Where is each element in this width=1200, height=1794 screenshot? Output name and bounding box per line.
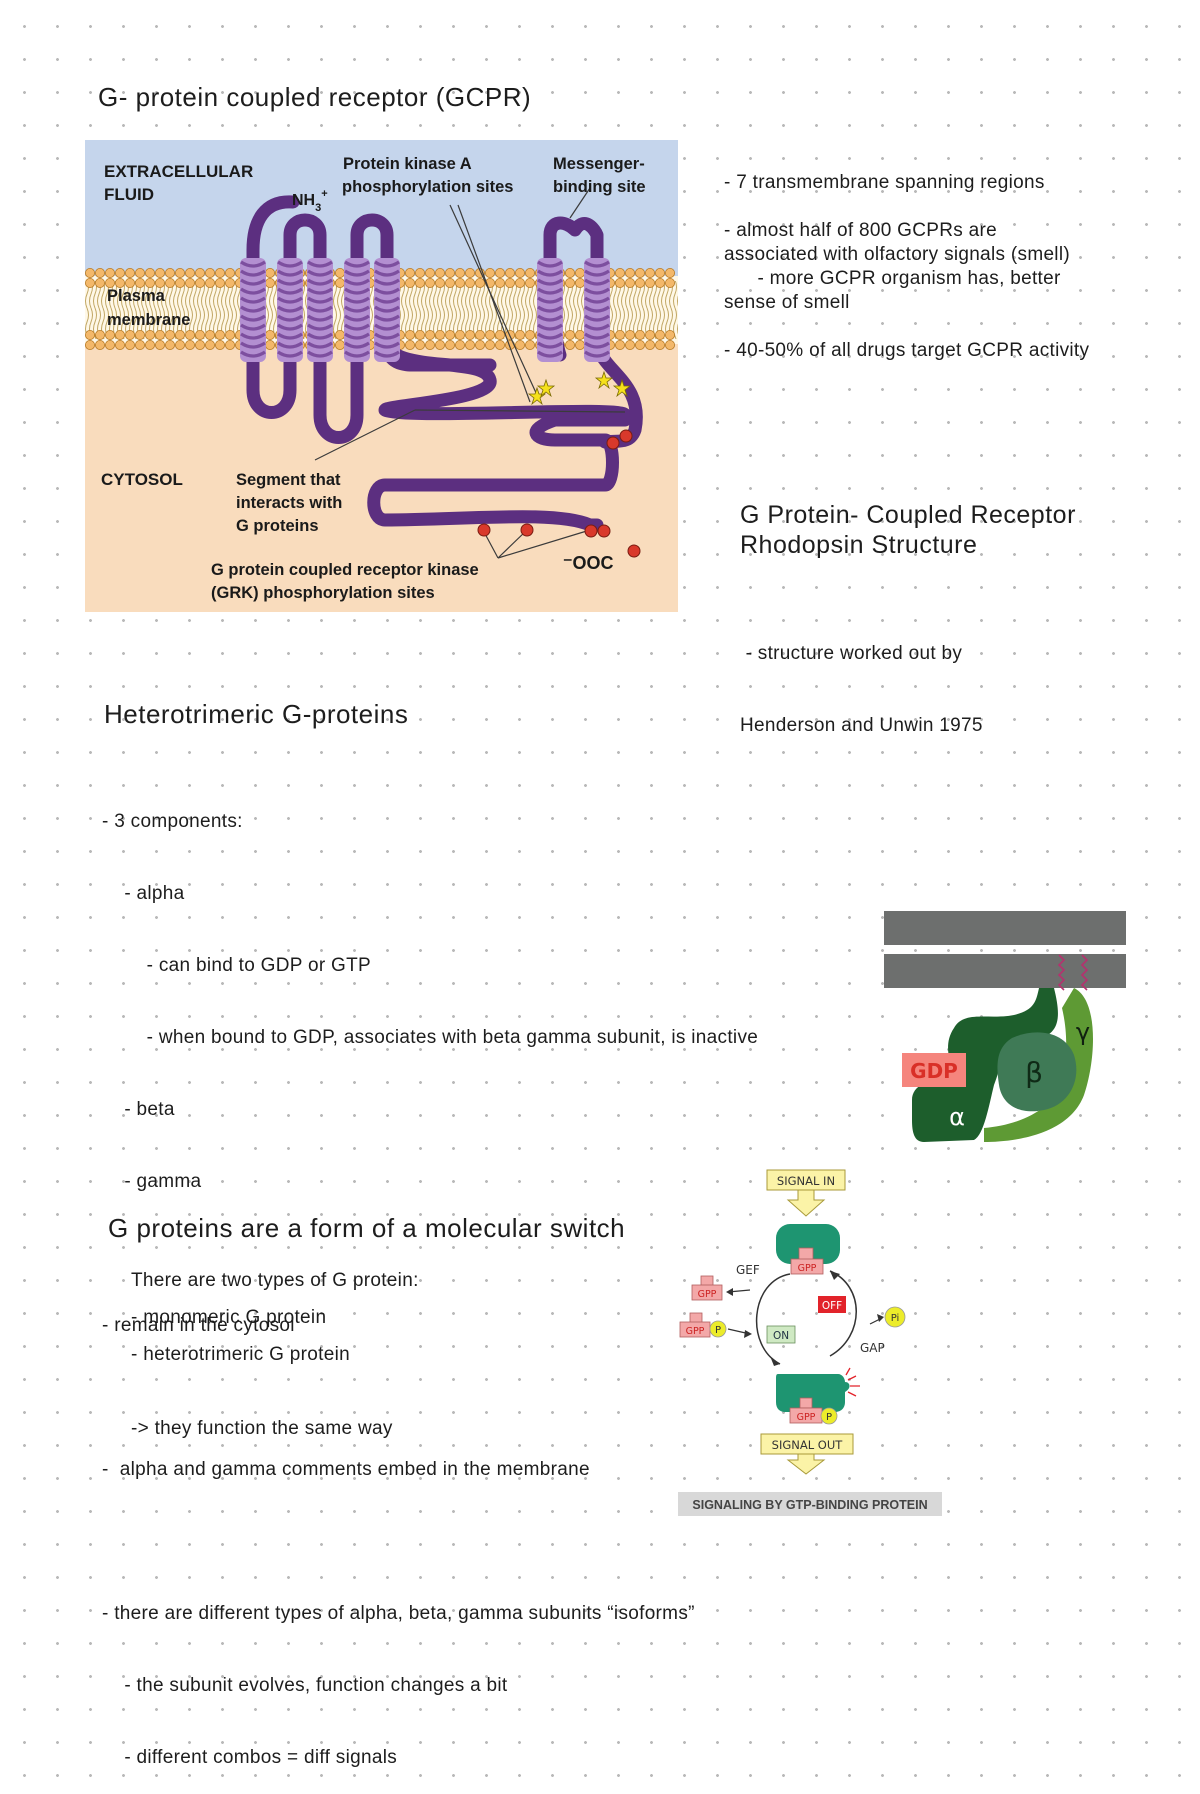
cytosol-label: CYTOSOL — [101, 470, 183, 489]
heterotrimeric-figure: GDP β α γ — [884, 911, 1126, 1142]
switch-caption: SIGNALING BY GTP-BINDING PROTEIN — [692, 1498, 927, 1512]
switch-figure: SIGNAL IN GPP GEF GAP OFF ON GPP GPP P P… — [678, 1169, 942, 1516]
note-line: - monomeric G protein — [131, 1307, 327, 1328]
pka-label: Protein kinase A — [343, 155, 472, 173]
grk-label: G protein coupled receptor kinase — [211, 561, 479, 579]
note-line: - alpha and gamma comments embed in the … — [102, 1459, 590, 1480]
gef-label: GEF — [736, 1263, 760, 1277]
signal-in-arrow — [786, 1189, 826, 1217]
switch-notes: There are two types of G protein: - mono… — [131, 1269, 419, 1441]
note-line: There are two types of G protein: — [131, 1270, 419, 1291]
nh3-label: NH3+ — [292, 188, 328, 214]
note-line: - almost half of 800 GCPRs are — [724, 220, 997, 241]
gpp-in-label: GPP — [686, 1326, 705, 1337]
svg-text:membrane: membrane — [107, 311, 190, 329]
gdp-box — [902, 1053, 966, 1087]
note-line: - alpha — [102, 883, 185, 904]
gpcr-figure: EXTRACELLULAR FLUID NH3+ Protein kinase … — [85, 140, 678, 612]
signal-out-arrow — [786, 1453, 826, 1475]
svg-text:P: P — [715, 1325, 721, 1336]
cooh-label: ⁻OOC — [563, 553, 614, 573]
svg-text:interacts with: interacts with — [236, 494, 342, 512]
svg-text:FLUID: FLUID — [104, 185, 154, 204]
off-badge — [818, 1296, 846, 1313]
signal-out-label: SIGNAL OUT — [772, 1438, 844, 1452]
rhodopsin-title: G Protein- Coupled Receptor Rhodopsin St… — [740, 501, 1076, 559]
note-line: - beta — [102, 1099, 175, 1120]
note-line: - heterotrimeric G protein — [131, 1344, 350, 1365]
note-line: - 3 components: — [102, 811, 243, 832]
rhodopsin-notes: - structure worked out by Henderson and … — [740, 594, 983, 762]
note-line: - there are different types of alpha, be… — [102, 1603, 695, 1624]
note-line: - gamma — [102, 1171, 202, 1192]
protein-on — [776, 1374, 850, 1412]
messenger-binding-label: Messenger- — [553, 155, 645, 173]
alpha-label: α — [949, 1103, 965, 1131]
signal-in-label: SIGNAL IN — [777, 1174, 835, 1188]
heterotrimeric-title: Heterotrimeric G-proteins — [104, 699, 409, 729]
note-line: - structure worked out by — [740, 643, 963, 664]
caption-box — [678, 1492, 942, 1516]
svg-text:OFF: OFF — [822, 1300, 842, 1312]
beta-label: β — [1025, 1056, 1043, 1089]
gamma-label: γ — [1076, 1018, 1090, 1046]
beta-subunit — [997, 1032, 1077, 1112]
note-line: -> they function the same way — [131, 1418, 393, 1439]
on-badge — [766, 1325, 796, 1344]
note-line: - remain in the cytosol — [102, 1315, 295, 1336]
grk-phosphorylation-sites — [477, 429, 641, 558]
plasma-membrane-label: Plasma — [107, 287, 166, 305]
gpp-out-label: GPP — [698, 1289, 717, 1300]
svg-text:(GRK) phosphorylation sites: (GRK) phosphorylation sites — [211, 584, 435, 602]
svg-text:phosphorylation sites: phosphorylation sites — [342, 178, 513, 196]
pi-label: Pi — [891, 1313, 900, 1324]
gdp-label: GDP — [910, 1059, 958, 1083]
switch-title: G proteins are a form of a molecular swi… — [108, 1213, 626, 1243]
membrane-top — [884, 911, 1126, 945]
svg-text:G proteins: G proteins — [236, 517, 319, 535]
note-line: - more GCPR organism has, better — [724, 268, 1061, 289]
svg-text:P: P — [826, 1412, 832, 1423]
note-line: - can bind to GDP or GTP — [102, 955, 372, 976]
note-line: sense of smell — [724, 292, 850, 313]
svg-text:GPP: GPP — [798, 1263, 817, 1274]
membrane-bottom — [884, 954, 1126, 988]
gpcr-title: G- protein coupled receptor (GCPR) — [98, 82, 532, 112]
pka-phosphorylation-sites — [527, 370, 632, 406]
extracellular-label: EXTRACELLULAR — [104, 162, 253, 181]
note-line: - 7 transmembrane spanning regions — [724, 172, 1045, 193]
svg-text:ON: ON — [773, 1330, 789, 1342]
gap-label: GAP — [860, 1341, 885, 1355]
note-line: - when bound to GDP, associates with bet… — [102, 1027, 759, 1048]
segment-label: Segment that — [236, 471, 341, 489]
pointer-lines — [314, 187, 626, 559]
svg-text:binding site: binding site — [553, 178, 646, 196]
protein-off — [776, 1224, 840, 1264]
transmembrane-helices — [240, 258, 610, 362]
gpcr-notes: - 7 transmembrane spanning regions - alm… — [724, 171, 1089, 363]
alpha-subunit — [912, 988, 1058, 1142]
note-line: - 40-50% of all drugs target GCPR activi… — [724, 340, 1090, 361]
note-line: - different combos = diff signals — [102, 1747, 398, 1768]
note-line: associated with olfactory signals (smell… — [724, 244, 1070, 265]
gap-arc — [829, 1270, 857, 1357]
note-line: - the subunit evolves, function changes … — [102, 1675, 508, 1696]
svg-text:GPP: GPP — [797, 1412, 816, 1423]
gamma-subunit — [984, 988, 1094, 1142]
gef-arc — [755, 1273, 791, 1365]
note-line: Henderson and Unwin 1975 — [740, 715, 983, 736]
